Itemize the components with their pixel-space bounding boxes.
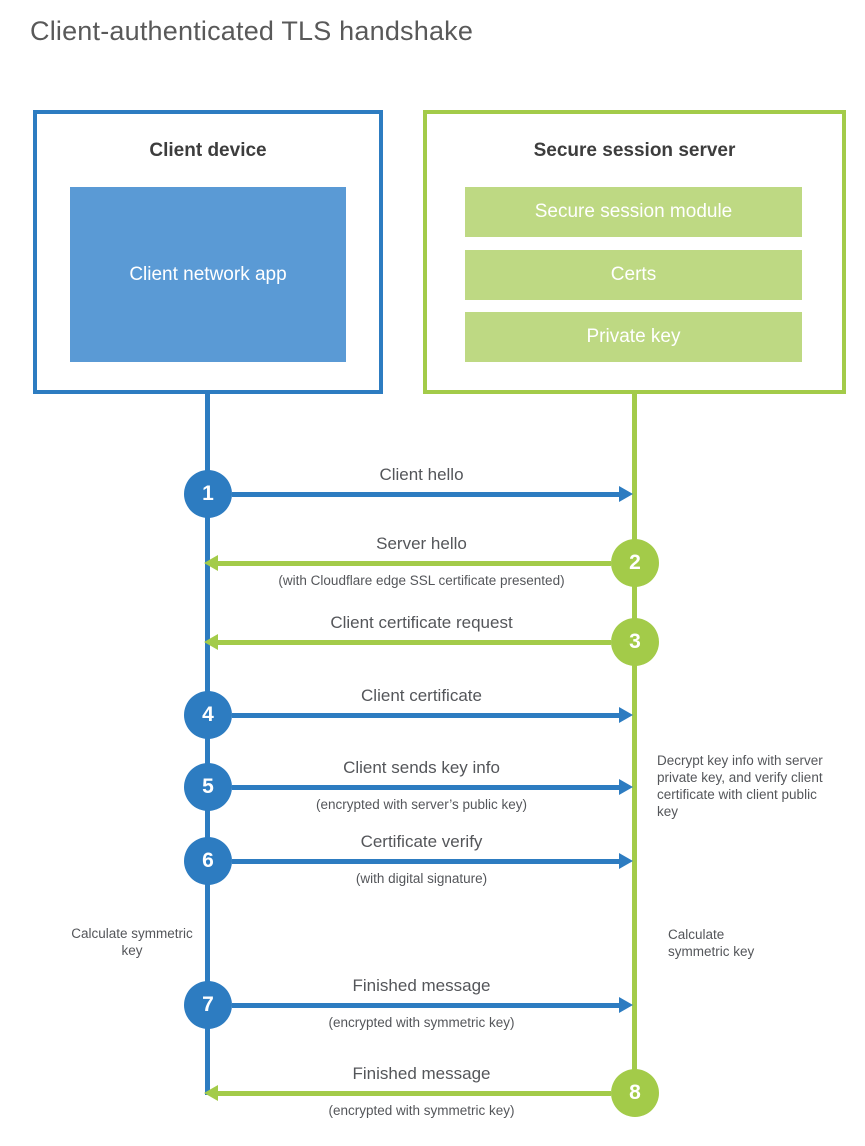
server-lifeline <box>632 392 637 1095</box>
step-8-label: Finished message <box>352 1064 491 1083</box>
step-2-arrow <box>218 561 611 566</box>
step-8-arrowhead <box>204 1085 218 1101</box>
step-4-label: Client certificate <box>361 686 482 705</box>
step-1-arrow <box>232 492 620 497</box>
step-5-arrow <box>232 785 620 790</box>
step-5-label: Client sends key info <box>343 758 500 777</box>
server-module-1: Secure session module <box>465 187 802 237</box>
step-3-label: Client certificate request <box>330 613 513 632</box>
calculate-symmetric-key-note-client: Calculate symmetric key <box>71 926 193 958</box>
step-5-arrowhead <box>619 779 633 795</box>
step-2-sublabel: (with Cloudflare edge SSL certificate pr… <box>278 573 565 588</box>
client-network-app-box: Client network app <box>70 187 346 362</box>
client-network-app-label: Client network app <box>129 263 287 285</box>
step-8-circle: 8 <box>611 1069 659 1117</box>
step-3-arrow <box>218 640 611 645</box>
page-title: Client-authenticated TLS handshake <box>30 16 474 46</box>
step-1-label: Client hello <box>379 465 464 484</box>
step-6-label: Certificate verify <box>360 832 483 851</box>
step-7-arrow <box>232 1003 620 1008</box>
step-8-sublabel: (encrypted with symmetric key) <box>328 1103 515 1118</box>
step-7-arrowhead <box>619 997 633 1013</box>
step-1-arrowhead <box>619 486 633 502</box>
step-6-sublabel: (with digital signature) <box>355 871 488 886</box>
step-5-circle: 5 <box>184 763 232 811</box>
client-lifeline <box>205 392 210 1095</box>
step-2-arrowhead <box>204 555 218 571</box>
decrypt-key-info-note: Decrypt key info with server private key… <box>657 753 823 819</box>
calculate-symmetric-key-note-server: Calculate symmetric key <box>668 927 755 959</box>
server-module-2: Certs <box>465 250 802 300</box>
client-device-title: Client device <box>149 140 267 161</box>
step-7-circle: 7 <box>184 981 232 1029</box>
step-4-arrow <box>232 713 620 718</box>
step-3-circle: 3 <box>611 618 659 666</box>
secure-session-server-title: Secure session server <box>533 140 736 161</box>
step-1-circle: 1 <box>184 470 232 518</box>
step-2-label: Server hello <box>376 534 467 553</box>
step-5-sublabel: (encrypted with server’s public key) <box>315 797 528 812</box>
step-4-arrowhead <box>619 707 633 723</box>
step-4-circle: 4 <box>184 691 232 739</box>
step-7-sublabel: (encrypted with symmetric key) <box>328 1015 515 1030</box>
step-6-arrow <box>232 859 620 864</box>
step-3-arrowhead <box>204 634 218 650</box>
step-8-arrow <box>218 1091 611 1096</box>
step-7-label: Finished message <box>352 976 491 995</box>
step-6-circle: 6 <box>184 837 232 885</box>
server-module-3: Private key <box>465 312 802 362</box>
step-6-arrowhead <box>619 853 633 869</box>
step-2-circle: 2 <box>611 539 659 587</box>
